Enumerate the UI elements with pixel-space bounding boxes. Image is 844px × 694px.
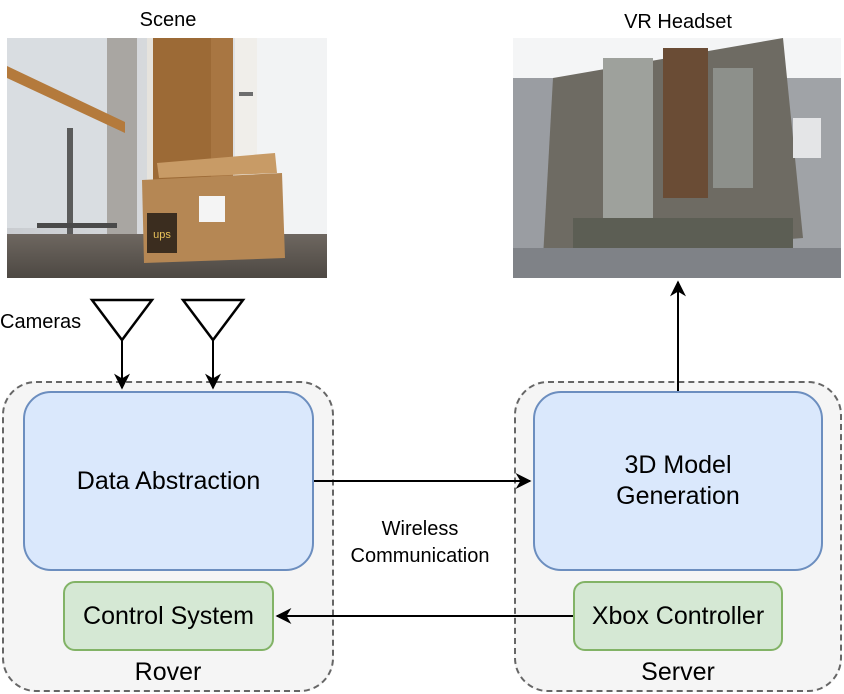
wireless-label-line2: Communication [350,545,490,567]
server-group-label: Server [641,658,715,686]
data-abstraction-label: Data Abstraction [76,466,261,495]
rover-group-label: Rover [134,658,202,686]
control-system-box: Control System [63,581,274,651]
ups-logo-text: ups [153,229,171,241]
wireless-communication-label: Wireless Communication [330,516,510,570]
model-generation-label-line1: 3D Model [624,451,732,479]
xbox-controller-label: Xbox Controller [591,601,765,630]
model-generation-label-line2: Generation [616,482,740,510]
cameras-label: Cameras [0,311,82,333]
scene-title: Scene [139,9,197,31]
vr-headset-render [513,38,841,278]
data-abstraction-box: Data Abstraction [23,391,314,571]
vr-headset-title: VR Headset [624,11,732,33]
scene-photo: ups [7,38,327,278]
camera-right-icon [180,298,246,343]
control-system-label: Control System [83,601,254,630]
camera-left-icon [89,298,155,343]
xbox-controller-box: Xbox Controller [573,581,783,651]
wireless-label-line1: Wireless [381,518,459,540]
model-generation-box: 3D Model Generation [533,391,823,571]
